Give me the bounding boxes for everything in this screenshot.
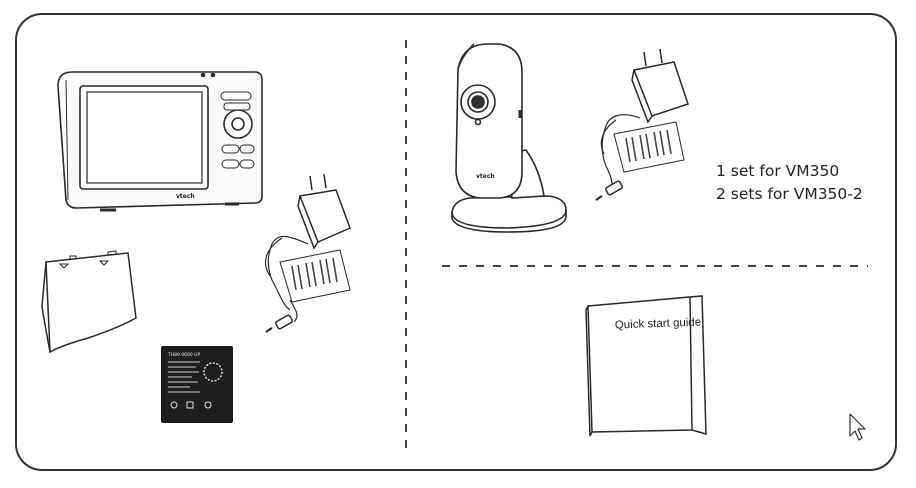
caption-line-vm350: 1 set for VM350 <box>716 162 840 180</box>
parent-unit-logo: vtech <box>176 193 195 200</box>
parent-unit-icon <box>57 71 263 212</box>
camera-power-adapter-icon <box>595 48 689 201</box>
battery-icon <box>161 346 233 423</box>
battery-cover-icon <box>41 250 137 354</box>
booklet-icon <box>585 295 707 437</box>
caption-line-vm350-2: 2 sets for VM350-2 <box>716 185 863 203</box>
camera-icon <box>451 43 567 233</box>
camera-set-caption: 1 set for VM350 2 sets for VM350-2 <box>716 160 863 206</box>
power-adapter-icon <box>264 173 351 333</box>
mouse-cursor-icon <box>849 413 866 441</box>
battery-label: TH89 0690 UP <box>167 352 200 358</box>
camera-logo: vtech <box>476 173 495 180</box>
